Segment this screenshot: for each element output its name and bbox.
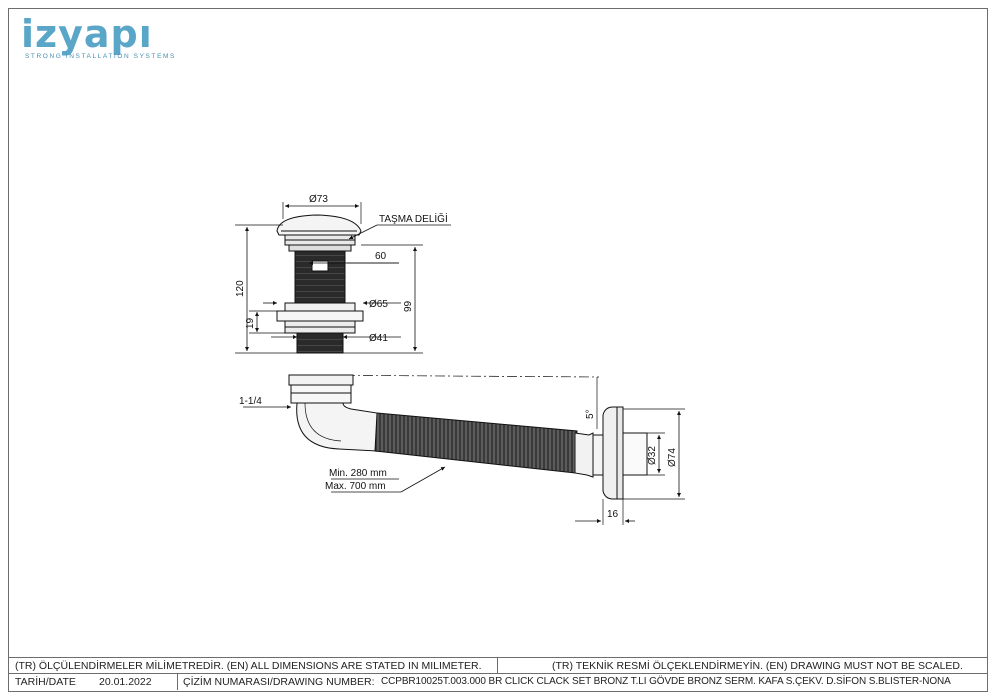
dim-diameter-32: Ø32	[647, 446, 658, 465]
valve-lower-thread	[296, 332, 344, 354]
note-units: (TR) ÖLÇÜLENDİRMELER MİLİMETREDİR. (EN) …	[15, 660, 482, 672]
drawing-sheet: izyapı STRONG INSTALLATION SYSTEMS	[8, 8, 988, 692]
date-value: 20.01.2022	[99, 676, 152, 688]
dim-height-99: 99	[403, 300, 414, 312]
dim-diameter-65: Ø65	[369, 299, 388, 310]
company-logo: izyapı STRONG INSTALLATION SYSTEMS	[21, 15, 181, 63]
label-overflow-hole: TAŞMA DELİĞİ	[379, 212, 448, 225]
dim-thread-size: 1-1/4	[239, 396, 262, 407]
siphon-elbow	[296, 402, 378, 452]
note-scale: (TR) TEKNİK RESMİ ÖLÇEKLENDİRMEYİN. (EN)…	[552, 660, 963, 672]
dim-diameter-74: Ø74	[667, 448, 678, 467]
dim-height-19: 19	[245, 317, 256, 329]
siphon-wall-flange	[602, 406, 618, 500]
siphon-view	[243, 374, 685, 525]
dim-height-120: 120	[235, 280, 246, 297]
footer-notes-row: (TR) ÖLÇÜLENDİRMELER MİLİMETREDİR. (EN) …	[9, 657, 987, 674]
footer-info-row: TARİH/DATE 20.01.2022 ÇİZİM NUMARASI/DRA…	[9, 673, 987, 690]
valve-flange	[284, 302, 356, 312]
divider	[497, 658, 498, 674]
date-label: TARİH/DATE	[15, 676, 76, 688]
siphon-inlet-nut	[288, 374, 354, 386]
technical-drawing: Ø73 TAŞMA DELİĞİ 60 120 99 Ø65 19 Ø41 1-…	[235, 194, 685, 525]
dim-60: 60	[375, 251, 387, 262]
divider	[177, 674, 178, 690]
valve-threaded-body	[294, 250, 346, 304]
dim-min-length: Min. 280 mm	[329, 468, 387, 479]
logo-wordmark: izyapı	[21, 12, 153, 56]
dim-diameter-73: Ø73	[309, 194, 328, 205]
drawing-number-label: ÇİZİM NUMARASI/DRAWING NUMBER:	[183, 676, 375, 688]
dim-diameter-41: Ø41	[369, 333, 388, 344]
siphon-outlet-pipe	[574, 432, 594, 478]
drawing-number-value: CCPBR10025T.003.000 BR CLICK CLACK SET B…	[381, 676, 951, 687]
valve-cap	[276, 214, 362, 236]
dim-width-16: 16	[607, 509, 619, 520]
dim-angle-5: 5°	[585, 409, 596, 419]
logo-tagline: STRONG INSTALLATION SYSTEMS	[25, 53, 176, 60]
siphon-corrugated-hose	[374, 412, 578, 474]
valve-view	[235, 202, 451, 354]
dim-max-length: Max. 700 mm	[325, 481, 386, 492]
